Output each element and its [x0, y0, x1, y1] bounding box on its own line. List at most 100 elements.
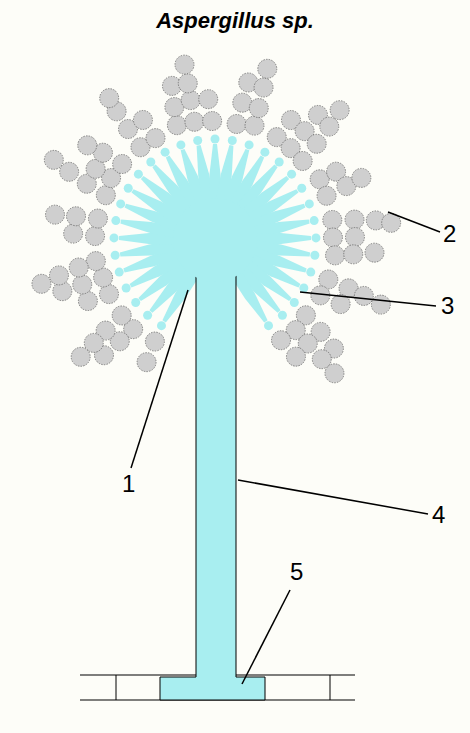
conidium [69, 258, 88, 277]
conidium [78, 292, 97, 311]
conidium [354, 286, 373, 305]
conidium [67, 207, 86, 226]
phialide-tip [131, 298, 140, 307]
phialide-tip [116, 199, 125, 208]
stalk-joint [197, 268, 235, 280]
leader-line [242, 590, 290, 684]
phialide-tip [146, 158, 155, 167]
conidium [60, 162, 79, 181]
callout-number: 2 [443, 222, 456, 246]
phialide-tip [110, 233, 119, 242]
conidium [233, 93, 252, 112]
phialide-tip [305, 199, 314, 208]
phialide-tip [134, 170, 143, 179]
conidium [293, 151, 312, 170]
phialide-tip [306, 268, 315, 277]
phialide-tip [278, 311, 287, 320]
conidium [175, 55, 194, 74]
phialide-tip [124, 184, 133, 193]
conidium [352, 168, 371, 187]
conidium [133, 110, 152, 129]
conidium [203, 112, 222, 131]
conidium [137, 353, 156, 372]
conidium [78, 136, 97, 155]
conidium [199, 90, 218, 109]
leader-line [388, 212, 440, 232]
phialide-tip [245, 140, 254, 149]
conidium [325, 364, 344, 383]
phialide-tip [310, 216, 319, 225]
phialide-tip [193, 136, 202, 145]
phialide-tip [311, 233, 320, 242]
conidium [344, 245, 363, 264]
phialide-tip [111, 251, 120, 260]
leader-line [300, 292, 436, 306]
conidium [323, 210, 342, 229]
conidium [272, 331, 291, 350]
conidiophore-stalk [160, 270, 265, 700]
conidium [258, 59, 277, 78]
conidium [245, 116, 264, 135]
conidium [165, 98, 184, 117]
substrate-tick [330, 675, 331, 700]
conidium [227, 114, 246, 133]
callout-number: 3 [441, 294, 454, 318]
conidium [185, 112, 204, 131]
phialide-tip [228, 136, 237, 145]
conidium [146, 129, 165, 148]
phialide-tip [122, 284, 131, 293]
conidium [330, 101, 349, 120]
callout-number: 5 [290, 560, 303, 584]
conidium [249, 99, 268, 118]
conidium [96, 186, 115, 205]
phialide-tip [264, 321, 273, 330]
vesicle [173, 198, 257, 282]
conidium [307, 134, 326, 153]
leader-line [238, 480, 428, 514]
conidium [178, 74, 197, 93]
phialide-tip [111, 216, 120, 225]
conidium [45, 205, 64, 224]
figure-title: Aspergillus sp. [0, 8, 470, 34]
conidium [365, 243, 384, 262]
phialide-tip [310, 251, 319, 260]
phialide-tip [297, 184, 306, 193]
phialide-tip [260, 148, 269, 157]
conidium [113, 155, 132, 174]
phialide-tip [211, 135, 220, 144]
phialide-tip [115, 268, 124, 277]
callout-number: 1 [122, 472, 135, 496]
conidium [49, 266, 68, 285]
conidium [320, 117, 339, 136]
phialide-tip [290, 298, 299, 307]
phialide-tip [161, 148, 170, 157]
conidium [181, 91, 200, 110]
conidium [99, 285, 118, 304]
callout-number: 4 [432, 503, 445, 527]
phialide-tip [299, 284, 308, 293]
phialide-tip [275, 158, 284, 167]
conidium [345, 228, 364, 247]
conidium [44, 150, 63, 169]
conidium [64, 224, 83, 243]
conidium [86, 227, 105, 246]
conidium [167, 116, 186, 135]
conidium [112, 306, 131, 325]
conidium [371, 295, 390, 314]
conidium [145, 332, 164, 351]
conidium [254, 78, 273, 97]
conidium [88, 209, 107, 228]
phialide-tip [176, 140, 185, 149]
conidium [323, 228, 342, 247]
conidium [286, 347, 305, 366]
conidium [71, 347, 90, 366]
substrate-tick [116, 675, 117, 700]
leader-line [131, 290, 188, 468]
conidium [317, 186, 336, 205]
phialide-tip [157, 321, 166, 330]
conidium [345, 210, 364, 229]
conidium [86, 252, 105, 271]
conidium [326, 246, 345, 265]
conidium [100, 89, 119, 108]
conidium [32, 274, 51, 293]
